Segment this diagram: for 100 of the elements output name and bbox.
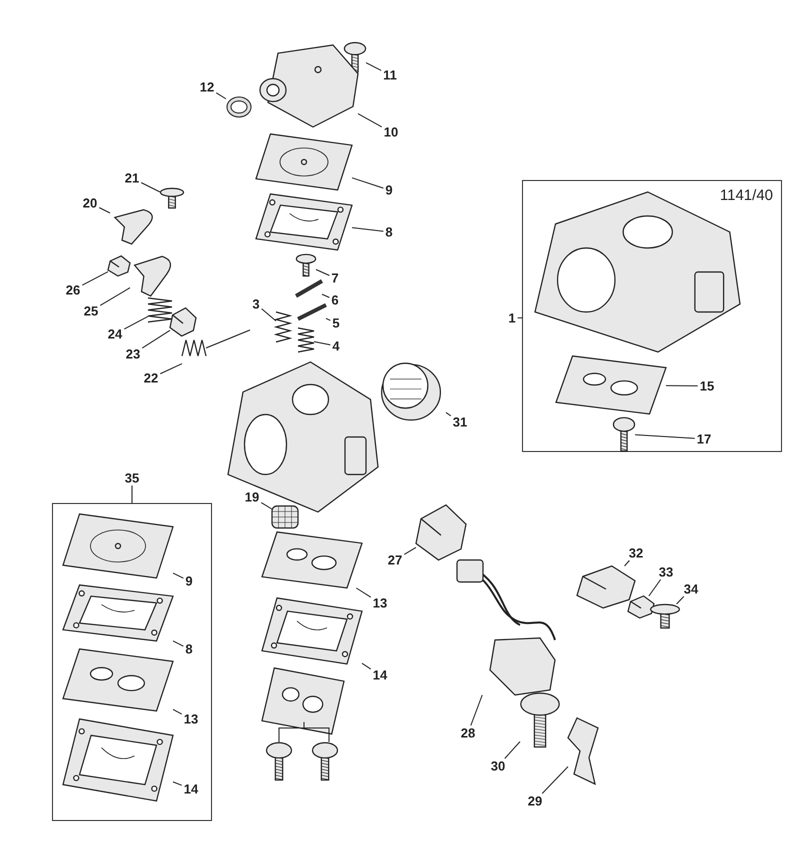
leader-line [124,316,148,330]
callout-number: 4 [330,338,342,354]
small-part [416,505,466,560]
callout-number: 12 [198,80,216,94]
callout-number: 27 [386,552,404,568]
callout-number: 9 [183,574,195,588]
callout-number: 34 [682,582,700,596]
leader-line [216,92,226,100]
leader-line [542,766,568,794]
pin [296,281,322,296]
callout-number: 22 [142,370,160,386]
leader-line [352,177,384,189]
callout-number: 17 [694,432,714,446]
leader-line [352,227,384,232]
part-number: 1141/40 [720,187,773,204]
spring [276,312,290,342]
leader-line [356,588,372,598]
callout-number: 9 [383,182,395,198]
leader-line [172,572,184,579]
leader-line [362,662,372,670]
callout-number: 10 [382,124,400,140]
leader-line [314,341,331,346]
leader-line [358,113,382,128]
leader-line [100,287,130,306]
leader-line [676,596,684,604]
gasket [262,598,362,664]
callout-number: 31 [450,414,470,430]
clip [568,718,598,784]
leader-line [261,308,276,322]
leader-line [160,363,182,374]
small-part [577,566,635,608]
leader-line [172,781,182,786]
callout-number: 3 [250,296,262,312]
callout-number: 14 [370,668,390,682]
callout-number: 14 [182,782,200,796]
screw [296,254,316,276]
leader-line [172,708,182,715]
kit-frame [522,180,782,452]
screw [520,692,560,747]
small-part [108,256,130,276]
callout-number: 20 [80,196,100,210]
callout-number: 21 [122,170,142,186]
callout-number: 23 [124,346,142,362]
leader-line [666,385,698,386]
leader-line [316,268,330,276]
callout-number: 26 [64,282,82,298]
pin [298,305,326,319]
gasket [63,719,173,801]
leader-line [142,330,170,349]
leader-line [326,318,331,321]
diaphragm [63,514,173,578]
small-part [170,308,196,336]
leader-line [366,62,382,71]
leader-line [504,741,520,759]
gasket [256,194,352,250]
screw [650,604,680,628]
spring [298,328,314,352]
cover-part [258,45,358,127]
leader-line [260,502,272,510]
callout-number: 25 [82,304,100,318]
callout-number: 13 [370,596,390,610]
callout-number: 19 [242,490,262,504]
callout-number: 8 [383,224,395,240]
callout-number: 5 [330,316,342,330]
spring [148,298,172,322]
diaphragm [256,134,352,190]
leader-line [172,640,184,647]
leader-line [404,546,416,555]
o-ring [226,96,252,118]
leader-line [648,579,662,596]
leader-line [624,560,630,566]
kit-frame [52,503,212,821]
plate-part [556,356,666,414]
leader-line [634,434,696,439]
leader-line [322,294,330,298]
small-part [628,596,654,618]
callout-number: 8 [183,642,195,656]
callout-number: 7 [329,270,341,286]
screw [160,188,184,208]
callout-number: 6 [329,292,341,308]
callout-number: 35 [122,470,142,486]
plate-part [262,532,362,588]
callout-number: 13 [182,712,200,726]
callout-number: 32 [626,546,646,560]
callout-number: 24 [106,326,124,342]
leader-line [82,271,108,286]
callout-number: 28 [458,726,478,740]
leader-line [446,412,452,416]
leader-line [140,182,160,192]
callout-number: 11 [381,68,399,82]
leader-line [517,317,522,318]
callout-number: 33 [656,564,676,580]
plate-part [63,649,173,711]
callout-number: 15 [698,378,716,394]
callout-number: 1 [506,310,518,326]
leader-line [470,694,483,726]
strainer-screen [272,506,298,528]
callout-number: 29 [526,794,544,808]
gasket [63,585,173,641]
screw [613,417,635,451]
